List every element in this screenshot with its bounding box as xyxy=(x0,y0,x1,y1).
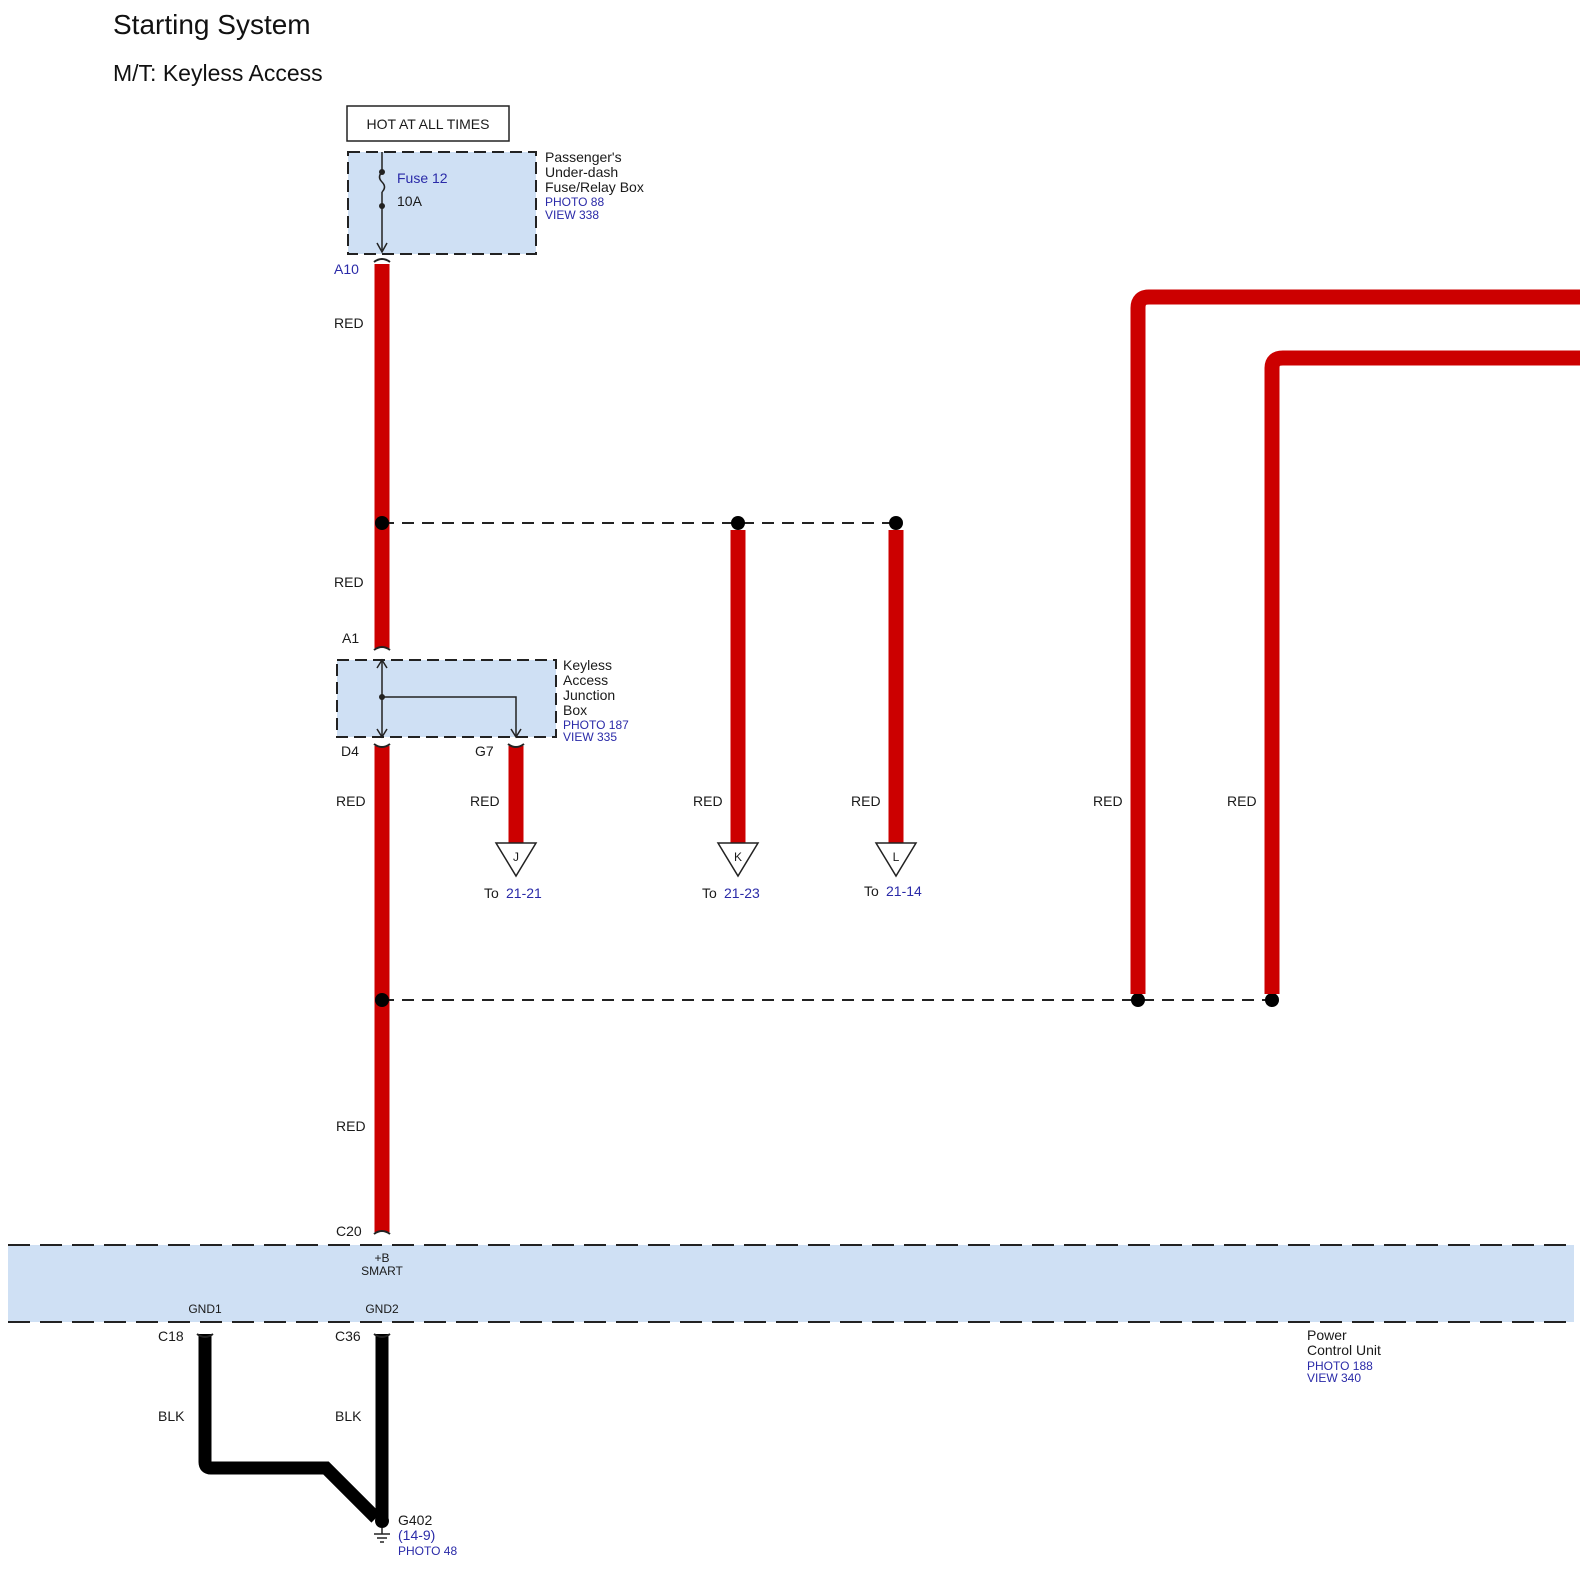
pin-g7: G7 xyxy=(475,743,494,759)
svg-text:HOT AT ALL TIMES: HOT AT ALL TIMES xyxy=(367,116,490,132)
connector-l[interactable]: L xyxy=(874,842,918,878)
to-label: To xyxy=(864,883,879,899)
wire-label-red: RED xyxy=(334,315,364,331)
power-control-unit-box xyxy=(8,1244,1574,1323)
splice-lower xyxy=(375,993,1279,1007)
junction-box-label: Keyless Access Junction Box PHOTO 187 VI… xyxy=(563,657,629,744)
svg-text:Box: Box xyxy=(563,702,587,718)
page-subtitle: M/T: Keyless Access xyxy=(113,60,323,86)
junction-box-view-link[interactable]: VIEW 335 xyxy=(563,730,617,744)
pin-a1: A1 xyxy=(342,630,359,646)
svg-text:Fuse/Relay Box: Fuse/Relay Box xyxy=(545,179,644,195)
wire-label-red: RED xyxy=(470,793,500,809)
pin-d4: D4 xyxy=(341,743,359,759)
fuse-box-view-link[interactable]: VIEW 338 xyxy=(545,208,599,222)
wire-label-blk: BLK xyxy=(335,1408,362,1424)
pcu-view-link[interactable]: VIEW 340 xyxy=(1307,1371,1361,1385)
fuse-name: Fuse 12 xyxy=(397,170,448,186)
pin-c18: C18 xyxy=(158,1328,184,1344)
wire-label-red: RED xyxy=(693,793,723,809)
right-red-wire-1 xyxy=(1130,289,1580,994)
ground-ref-link[interactable]: (14-9) xyxy=(398,1527,435,1543)
fuse-box-label: Passenger's Under-dash Fuse/Relay Box PH… xyxy=(545,149,644,222)
arrow-down-icon xyxy=(510,728,522,739)
connector-j[interactable]: J xyxy=(494,842,538,878)
wire-label-red: RED xyxy=(1227,793,1257,809)
splice-upper xyxy=(375,516,903,530)
arrow-up-icon xyxy=(376,658,388,669)
wire-label-red: RED xyxy=(336,793,366,809)
svg-text:K: K xyxy=(734,850,742,864)
wire-label-red: RED xyxy=(334,574,364,590)
svg-text:Power: Power xyxy=(1307,1327,1347,1343)
pcu-label: Power Control Unit PHOTO 188 VIEW 340 xyxy=(1307,1327,1381,1385)
arrow-down-icon xyxy=(376,242,388,254)
pin-c36: C36 xyxy=(335,1328,361,1344)
fuse-rating: 10A xyxy=(397,193,423,209)
connector-l-ref-link[interactable]: 21-14 xyxy=(886,883,922,899)
page-title: Starting System xyxy=(113,9,311,40)
to-label: To xyxy=(484,885,499,901)
main-red-wire xyxy=(373,258,391,1235)
svg-text:Access: Access xyxy=(563,672,608,688)
wire-label-red: RED xyxy=(336,1118,366,1134)
wire-label-blk: BLK xyxy=(158,1408,185,1424)
svg-text:Control Unit: Control Unit xyxy=(1307,1342,1381,1358)
svg-text:Under-dash: Under-dash xyxy=(545,164,618,180)
pin-c20: C20 xyxy=(336,1223,362,1239)
connector-k-ref-link[interactable]: 21-23 xyxy=(724,885,760,901)
ground-symbol-icon xyxy=(374,1514,390,1543)
to-label: To xyxy=(702,885,717,901)
right-red-wire-2 xyxy=(1264,350,1580,994)
fuse-box-photo-link[interactable]: PHOTO 88 xyxy=(545,195,604,209)
ground-wires xyxy=(196,1333,391,1523)
svg-text:L: L xyxy=(893,850,900,864)
fuse-relay-box: Fuse 12 10A xyxy=(347,151,537,255)
svg-text:J: J xyxy=(513,850,519,864)
arrow-down-icon xyxy=(376,728,388,739)
junction-box-photo-link[interactable]: PHOTO 187 xyxy=(563,718,629,732)
connector-k[interactable]: K xyxy=(716,842,760,878)
fuse-symbol-icon xyxy=(378,171,386,193)
pcu-photo-link[interactable]: PHOTO 188 xyxy=(1307,1359,1373,1373)
wire-label-red: RED xyxy=(851,793,881,809)
hot-at-all-times-label: HOT AT ALL TIMES xyxy=(346,105,510,142)
connector-j-ref-link[interactable]: 21-21 xyxy=(506,885,542,901)
keyless-access-junction-box xyxy=(336,658,557,739)
pin-a10: A10 xyxy=(334,261,359,277)
svg-text:Keyless: Keyless xyxy=(563,657,612,673)
ground-name: G402 xyxy=(398,1512,432,1528)
svg-text:Junction: Junction xyxy=(563,687,615,703)
wire-label-red: RED xyxy=(1093,793,1123,809)
pcu-gnd2-label: GND2 xyxy=(365,1302,399,1316)
pcu-power-label: SMART xyxy=(361,1264,403,1278)
pcu-gnd1-label: GND1 xyxy=(188,1302,222,1316)
pcu-power-label: +B xyxy=(374,1251,389,1265)
svg-text:Passenger's: Passenger's xyxy=(545,149,622,165)
ground-photo-link[interactable]: PHOTO 48 xyxy=(398,1544,457,1558)
